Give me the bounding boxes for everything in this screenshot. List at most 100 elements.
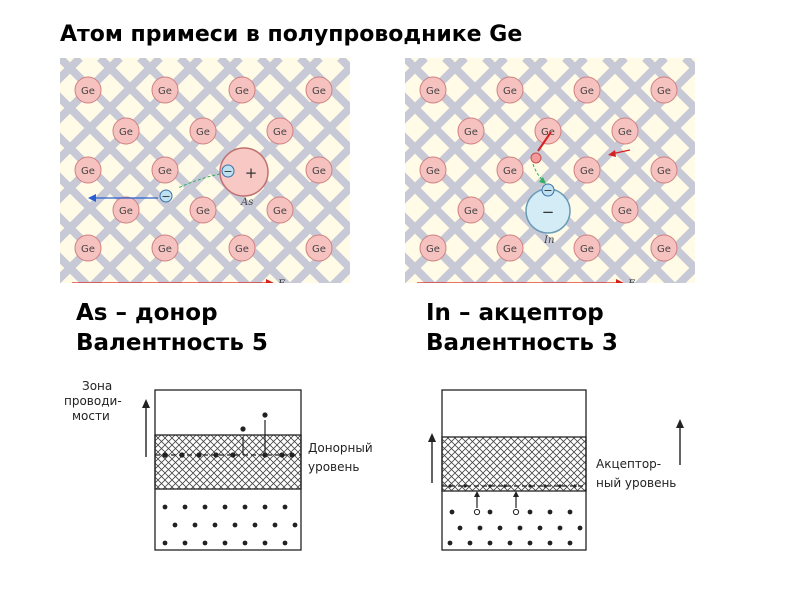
ge-atom-label: Ge: [503, 86, 517, 97]
ge-atom-label: Ge: [426, 244, 440, 255]
valence-electron: [507, 540, 513, 546]
valence-band-electrons: [162, 504, 298, 546]
conduction-zone-label: Зона проводи- мости: [64, 379, 125, 423]
donor-band-diagram: Зона проводи- мости Донорный уровень: [64, 379, 376, 551]
ge-atom: Ge: [573, 76, 601, 104]
valence-electron: [162, 504, 168, 510]
electron-jump-arrowhead: [539, 177, 546, 184]
capture-arrowhead: [474, 491, 480, 497]
valence-electron: [182, 504, 188, 510]
ge-atom-label: Ge: [312, 86, 326, 97]
ge-atom-label: Ge: [580, 244, 594, 255]
valence-electron: [487, 509, 493, 515]
donor-electron: [289, 452, 295, 458]
ge-atom: Ge: [266, 196, 294, 224]
ge-atom: Ge: [496, 156, 524, 184]
donor-electron: [230, 452, 236, 458]
ge-atom: Ge: [189, 196, 217, 224]
field-arrowhead: [266, 279, 274, 283]
valence-electron: [162, 540, 168, 546]
valence-electron: [497, 525, 503, 531]
ge-atom: Ge: [151, 234, 179, 262]
ge-atom: Ge: [611, 196, 639, 224]
acceptor-level-point: [503, 484, 507, 488]
slide-title: Атом примеси в полупроводнике Ge: [60, 22, 523, 47]
ge-atom-label: Ge: [618, 127, 632, 138]
ge-atom: Ge: [74, 156, 102, 184]
valence-electron: [262, 504, 268, 510]
hole: [473, 508, 481, 516]
acceptor-caption: In – акцептор Валентность 3: [426, 298, 618, 358]
valence-electron: [182, 540, 188, 546]
excited-electron: [240, 426, 246, 432]
acceptor-electron-sign: −: [543, 184, 552, 197]
ge-atom-label: Ge: [273, 206, 287, 217]
valence-electron: [282, 504, 288, 510]
ge-atom: Ge: [573, 156, 601, 184]
ge-atom: Ge: [112, 117, 140, 145]
ge-atom: Ge: [74, 76, 102, 104]
acceptor-valence: Валентность 3: [426, 330, 618, 356]
ge-atom: Ge: [534, 117, 562, 145]
donor-electron: [162, 452, 168, 458]
ge-atom: Ge: [457, 196, 485, 224]
ge-atom: Ge: [305, 76, 333, 104]
valence-electron: [567, 509, 573, 515]
acceptor-level-point: [543, 484, 547, 488]
ge-atom: Ge: [419, 76, 447, 104]
hole-drift-arrowhead: [608, 150, 616, 157]
ge-atom: Ge: [419, 156, 447, 184]
valence-electron: [457, 525, 463, 531]
ge-atom: Ge: [611, 117, 639, 145]
ge-atom: Ge: [305, 234, 333, 262]
valence-electron: [527, 509, 533, 515]
ge-atom-label: Ge: [158, 166, 172, 177]
ge-atom: Ge: [228, 76, 256, 104]
ge-atom: Ge: [74, 234, 102, 262]
donor-level-label: Донорный уровень: [308, 441, 376, 474]
ge-atom-label: Ge: [580, 166, 594, 177]
valence-electron: [477, 525, 483, 531]
excited-electron: [262, 412, 268, 418]
valence-electron: [222, 504, 228, 510]
valence-electron: [252, 522, 258, 528]
ge-atom: Ge: [189, 117, 217, 145]
acceptor-level-point: [528, 484, 532, 488]
ge-atom-label: Ge: [464, 206, 478, 217]
valence-electron: [467, 540, 473, 546]
field-arrowhead: [616, 279, 624, 283]
ge-atom: Ge: [650, 156, 678, 184]
ge-atom: Ge: [650, 234, 678, 262]
electron-path-arrow: [177, 173, 221, 189]
energy-axis-arrowhead: [428, 433, 436, 442]
valence-electron: [537, 525, 543, 531]
ge-atom: Ge: [151, 156, 179, 184]
donor-impurity-atom: [219, 147, 269, 197]
hole-marker: [530, 152, 542, 164]
ge-atom-label: Ge: [657, 244, 671, 255]
acceptor-band-diagram: Акцептор- ный уровень: [428, 389, 684, 551]
ge-atom: Ge: [419, 234, 447, 262]
acceptor-impurity-sign: −: [542, 203, 555, 221]
valence-electron: [202, 540, 208, 546]
free-electron-sign: −: [161, 190, 170, 203]
valence-electron: [567, 540, 573, 546]
acceptor-level-dots: [448, 484, 577, 488]
capture-arrowhead: [513, 491, 519, 497]
free-electron-marker: [159, 189, 173, 203]
valence-electron: [547, 509, 553, 515]
valence-electron: [262, 540, 268, 546]
donor-label: As – донор: [76, 300, 218, 326]
ge-atom-label: Ge: [158, 244, 172, 255]
valence-electron: [447, 540, 453, 546]
ge-atom-label: Ge: [119, 206, 133, 217]
acceptor-level-point: [463, 484, 467, 488]
valence-band-electrons: [447, 509, 583, 546]
acceptor-level-point: [448, 484, 452, 488]
donor-electron: [196, 452, 202, 458]
ge-atom-label: Ge: [196, 206, 210, 217]
ge-atom-label: Ge: [81, 166, 95, 177]
valence-electron: [242, 504, 248, 510]
ge-atom-label: Ge: [580, 86, 594, 97]
